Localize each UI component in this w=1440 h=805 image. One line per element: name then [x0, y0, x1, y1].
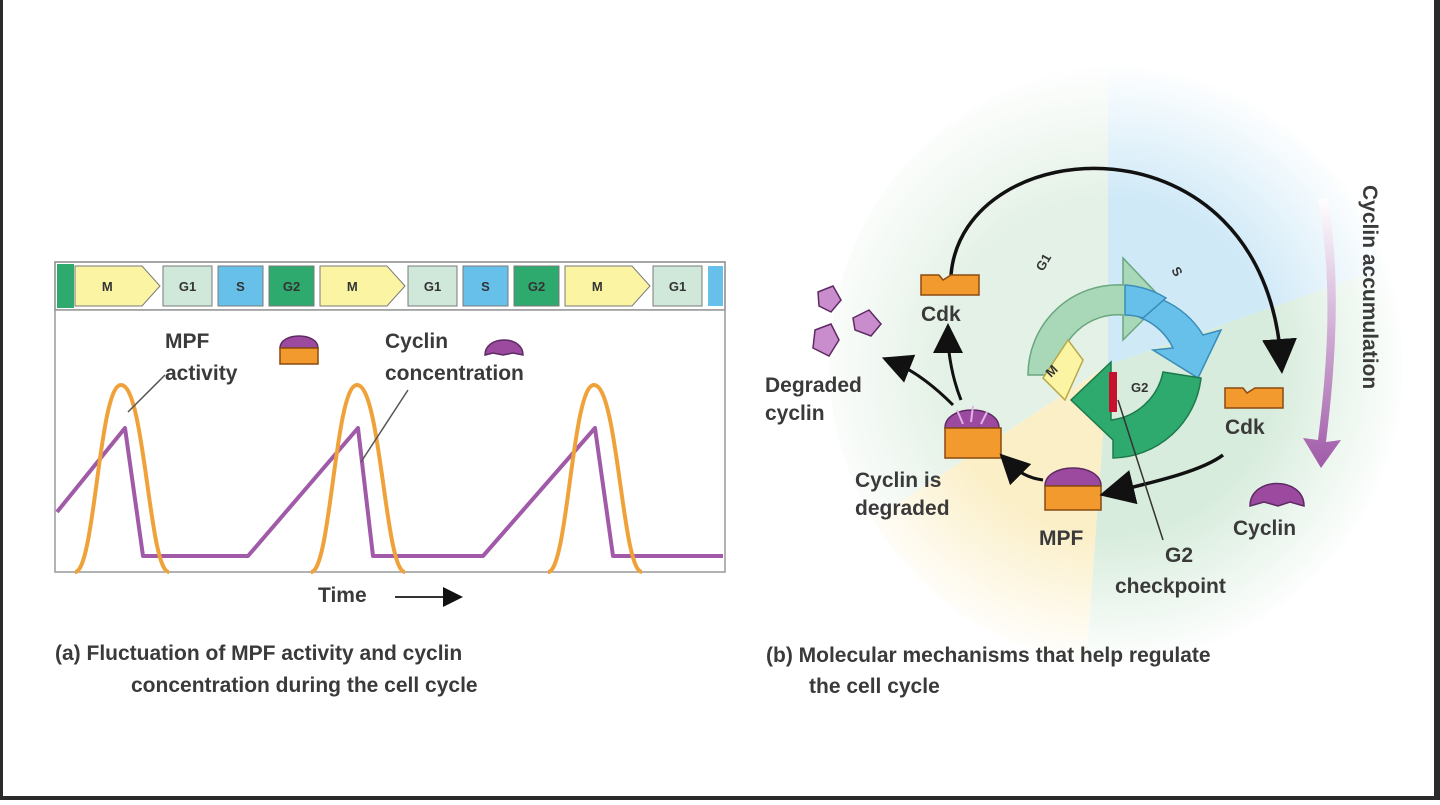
degrading-complex-icon [944, 405, 1002, 459]
ring-s [1139, 299, 1223, 380]
degraded-label-line2: degraded [855, 497, 950, 520]
phase-cell-s: S [462, 265, 509, 307]
panel-b: G1 S G2 M Cdk Cdk Cyclin MPF [765, 63, 1410, 698]
to-cdk-arrow [933, 323, 964, 401]
phase-cell-g1: G1 [652, 265, 703, 307]
cyclin-icon [484, 339, 524, 356]
checkpoint-leader-line [1117, 399, 1164, 541]
mpf-icon [279, 335, 319, 365]
panel-a: M G1 S G2 M G1 S G2 M G1 MPF activity Cyclin conc… [54, 261, 726, 697]
phase-label: G1 [669, 279, 686, 294]
cycle-ring: G1 S G2 M [1027, 251, 1223, 459]
time-label: Time [318, 584, 367, 607]
cyclin-leader-line [360, 389, 409, 463]
ring-s-body [1124, 284, 1168, 319]
degraded-cyclin-fragments [812, 285, 882, 357]
mpf-label-line1: MPF [165, 330, 210, 353]
ring-label-g2: G2 [1131, 380, 1148, 395]
phase-cell-g1: G1 [407, 265, 458, 307]
phase-cell-g1: G1 [162, 265, 213, 307]
panel-a-caption-line2: concentration during the cell cycle [131, 674, 478, 697]
mpf-to-degraded-arrow [999, 453, 1044, 486]
checkpoint-label-line1: G2 [1165, 544, 1193, 567]
cdk-top-label: Cdk [921, 303, 961, 326]
phase-cell-s-partial [708, 266, 723, 306]
panel-a-caption-line1: (a) Fluctuation of MPF activity and cycl… [55, 642, 462, 665]
cdk-right-icon [1224, 387, 1284, 409]
mpf-leader-line [127, 374, 166, 413]
ring-g2 [1069, 360, 1202, 459]
mpf-label-line2: activity [165, 362, 238, 385]
phase-cell-m: M [319, 265, 406, 307]
cdk-top-icon [920, 274, 980, 296]
phase-strip-cells: M G1 S G2 M G1 S G2 M G1 [74, 265, 723, 307]
panel-b-caption-line1: (b) Molecular mechanisms that help regul… [766, 644, 1211, 667]
phase-cell-m: M [74, 265, 161, 307]
g2-checkpoint-bar [1109, 372, 1117, 412]
degraded-cyclin-line1: Degraded [765, 374, 862, 397]
to-fragments-arrow [881, 354, 955, 407]
phase-label: S [236, 279, 245, 294]
phase-cell-m: M [564, 265, 651, 307]
phase-strip-start [57, 264, 74, 308]
cell-cycle-figure: M G1 S G2 M G1 S G2 M G1 MPF activity Cyclin conc… [54, 63, 1410, 698]
cyclin-b-icon [1249, 482, 1305, 507]
phase-label: S [481, 279, 490, 294]
phase-label: M [102, 279, 113, 294]
degraded-cyclin-line2: cyclin [765, 402, 825, 425]
phase-label: G2 [528, 279, 545, 294]
mpf-b-icon [1044, 467, 1102, 511]
phase-cell-s: S [217, 265, 264, 307]
checkpoint-label-line2: checkpoint [1115, 575, 1226, 598]
degraded-label-line1: Cyclin is [855, 469, 941, 492]
phase-cell-g2: G2 [268, 265, 315, 307]
cyclin-accumulation-label: Cyclin accumulation [1358, 185, 1381, 389]
cyclin-accumulation-arrow [1303, 198, 1341, 468]
cdk-right-label: Cdk [1225, 416, 1265, 439]
mpf-b-label: MPF [1039, 527, 1084, 550]
cyclin-curve [55, 426, 723, 558]
ring-m [1042, 338, 1084, 402]
cyclin-b-label: Cyclin [1233, 517, 1296, 540]
phase-cell-g2: G2 [513, 265, 560, 307]
panel-b-caption-line2: the cell cycle [809, 675, 940, 698]
cdk-recycle-arrow [949, 166, 1297, 374]
cyclin-label-line1: Cyclin [385, 330, 448, 353]
phase-label: G1 [179, 279, 196, 294]
phase-label: M [347, 279, 358, 294]
phase-label: G2 [283, 279, 300, 294]
phase-label: M [592, 279, 603, 294]
phase-label: G1 [424, 279, 441, 294]
cyclin-label-line2: concentration [385, 362, 524, 385]
cdk-cyclin-to-mpf-arrow [1099, 453, 1225, 505]
mpf-curve [74, 382, 643, 574]
